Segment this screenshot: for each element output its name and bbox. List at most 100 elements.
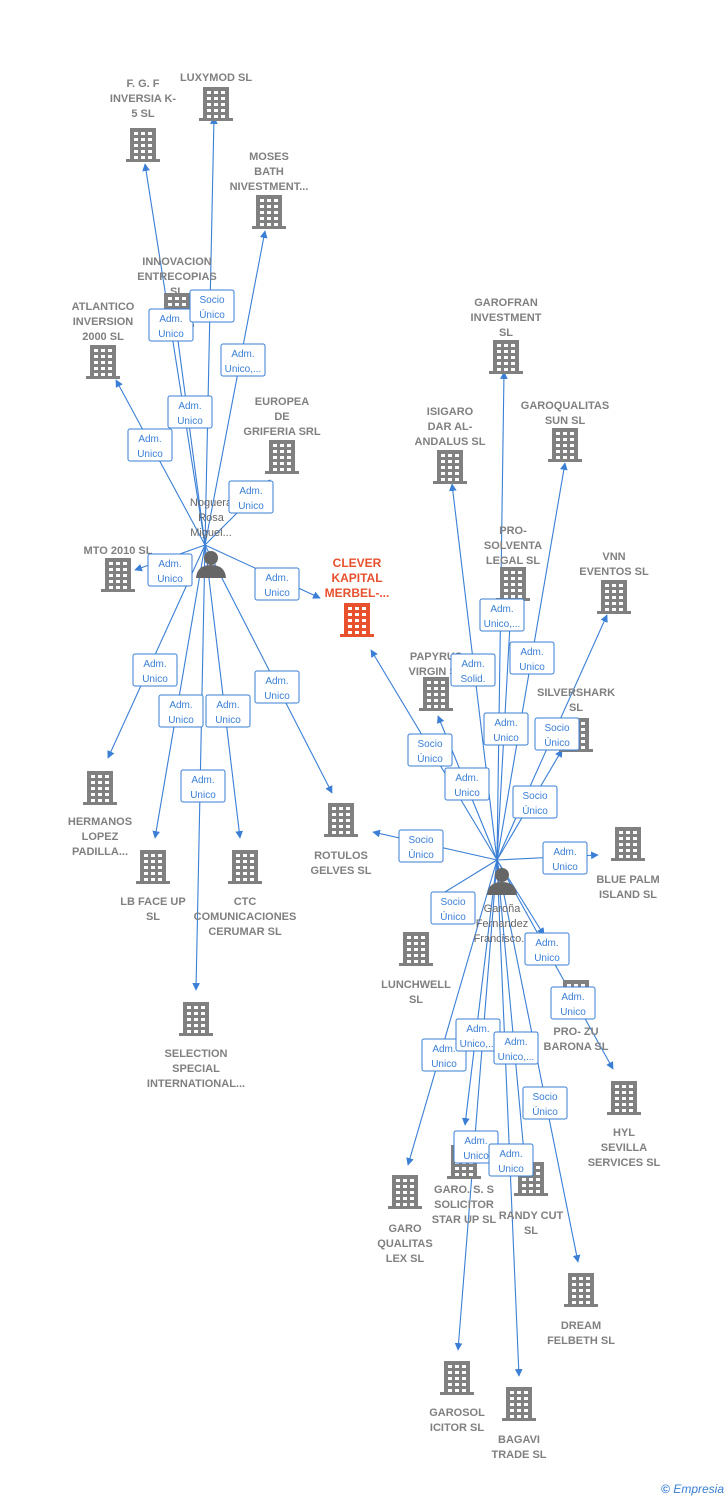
svg-text:Adm.Unico: Adm.Unico <box>264 573 290 599</box>
building-icon-rotulos <box>324 803 358 837</box>
building-icon-papyrus <box>419 677 453 711</box>
relation-badge-garosolicitor[interactable]: Adm.Unico,... <box>455 1018 501 1052</box>
relation-badge-garofran[interactable]: Adm.Unico,... <box>479 598 525 632</box>
relation-badge-bluepalm[interactable]: Adm.Unico <box>542 841 588 875</box>
relation-badge-ctc[interactable]: Adm.Unico <box>205 694 251 728</box>
building-icon-bagavi <box>502 1387 536 1421</box>
company-label-luxymod[interactable]: LUXYMOD SL <box>180 72 252 84</box>
relation-badge-garosolicitor2[interactable]: Adm.Unico <box>453 1130 499 1164</box>
svg-text:Adm.Unico: Adm.Unico <box>142 659 168 685</box>
person-icon-noguera <box>196 551 226 578</box>
svg-text:Adm.Unico: Adm.Unico <box>454 773 480 799</box>
relation-badge-isigaro[interactable]: Adm.Unico <box>483 712 529 746</box>
relation-badge-atlantico[interactable]: Adm.Unico <box>127 428 173 462</box>
building-icon-lbface <box>136 850 170 884</box>
relation-badge-hyl[interactable]: Adm.Unico <box>550 986 596 1020</box>
svg-text:Adm.Unico: Adm.Unico <box>157 559 183 585</box>
relation-badge-prozu[interactable]: Adm.Unico <box>524 932 570 966</box>
relation-badge-rotulos[interactable]: Adm.Unico <box>254 670 300 704</box>
building-icon-selection <box>179 1002 213 1036</box>
edge-noguera-ctc <box>204 544 244 839</box>
relation-badge-prosolventa[interactable]: Adm.Solid. <box>450 653 496 687</box>
relation-badge-randycut[interactable]: Adm.Unico,... <box>493 1031 539 1065</box>
relation-badge-innovacion[interactable]: Adm.Unico <box>148 308 194 342</box>
building-icon-moses <box>252 195 286 229</box>
svg-text:Adm.Unico: Adm.Unico <box>215 700 241 726</box>
svg-text:Adm.Unico: Adm.Unico <box>431 1044 457 1070</box>
company-label-mto[interactable]: MTO 2010 SL <box>84 545 153 557</box>
relation-badge-papyrus[interactable]: Adm.Unico <box>444 767 490 801</box>
relation-badge-europea[interactable]: Adm.Unico <box>228 480 274 514</box>
relation-badge-lbface[interactable]: Adm.Unico <box>158 694 204 728</box>
svg-text:Adm.Unico: Adm.Unico <box>238 486 264 512</box>
svg-text:Adm.Unico: Adm.Unico <box>158 314 184 340</box>
relation-badge-selection[interactable]: Adm.Unico <box>180 769 226 803</box>
building-icon-garoqualitaslex <box>388 1175 422 1209</box>
relation-badge-hermanos[interactable]: Adm.Unico <box>132 653 178 687</box>
svg-text:Adm.Unico: Adm.Unico <box>168 700 194 726</box>
svg-text:Adm.Unico,...: Adm.Unico,... <box>498 1037 535 1063</box>
person-icon-garona <box>487 868 517 895</box>
relation-badge-clever[interactable]: Adm.Unico <box>254 567 300 601</box>
building-icon-bluepalm <box>611 827 645 861</box>
relation-badge-fgf[interactable]: Adm.Unico <box>167 395 213 429</box>
relation-badge-mto[interactable]: Adm.Unico <box>147 553 193 587</box>
copyright-symbol: © <box>661 1482 670 1496</box>
building-icon-europea <box>265 440 299 474</box>
building-icon-garofran <box>489 340 523 374</box>
svg-text:Adm.Unico,...: Adm.Unico,... <box>460 1024 497 1050</box>
relation-badge-moses[interactable]: Adm.Unico,... <box>220 343 266 377</box>
edge-noguera-selection <box>192 544 206 991</box>
building-icon-garosolicitor2 <box>440 1361 474 1395</box>
building-icon-dream <box>564 1273 598 1307</box>
building-icon-hermanos <box>83 771 117 805</box>
relation-badge-garoqualitas[interactable]: Adm.Unico <box>509 641 555 675</box>
edge-noguera-moses <box>204 230 268 546</box>
relation-badge-bagavi[interactable]: Adm.Unico <box>488 1143 534 1177</box>
svg-text:Adm.Unico: Adm.Unico <box>177 401 203 427</box>
relation-badge-garoqualitaslex[interactable]: Adm.Unico <box>421 1038 467 1072</box>
svg-text:Adm.Unico,...: Adm.Unico,... <box>225 349 262 375</box>
